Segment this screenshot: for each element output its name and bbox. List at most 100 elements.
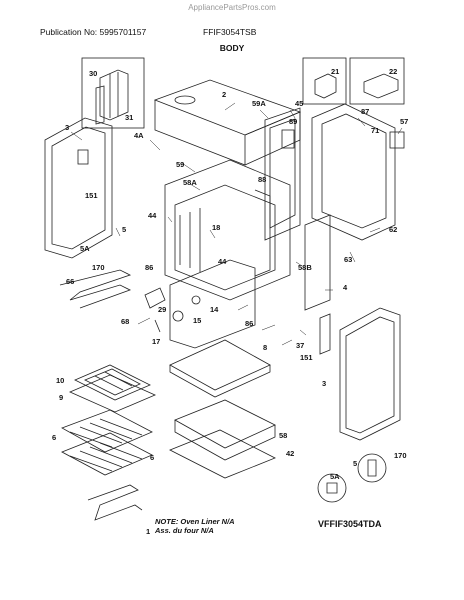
- callout-6-upper: 6: [52, 433, 56, 442]
- part-2-vent-hole: [174, 95, 196, 105]
- callout-58A: 58A: [183, 178, 197, 187]
- callout-63: 63: [344, 255, 352, 264]
- part-6-rack-wires-upper: [69, 418, 143, 448]
- part-1-broil-element: [87, 484, 143, 521]
- part-10-broiler-grid: [74, 364, 151, 401]
- part-22-bracket: [363, 73, 399, 99]
- callout-45: 45: [295, 99, 303, 108]
- callout-170-upper: 170: [92, 263, 105, 272]
- callout-15: 15: [193, 316, 201, 325]
- callout-10: 10: [56, 376, 64, 385]
- part-8-oven-bottom-edge: [169, 365, 271, 398]
- callout-57: 57: [400, 117, 408, 126]
- leader-lines: [70, 102, 403, 346]
- callout-31: 31: [125, 113, 133, 122]
- part-89-bracket: [281, 129, 295, 149]
- part-15-cap: [172, 310, 184, 322]
- part-58B-insulation: [254, 189, 271, 277]
- callout-3-left: 3: [65, 123, 69, 132]
- part-5-detail-circle: [357, 453, 387, 483]
- part-18-cavity-opening: [174, 184, 276, 291]
- callout-66: 66: [66, 277, 74, 286]
- callout-37: 37: [296, 341, 304, 350]
- part-3-inner-edge: [51, 126, 106, 250]
- callout-29: 29: [158, 305, 166, 314]
- part-21-clip: [314, 73, 337, 99]
- callout-59A: 59A: [252, 99, 266, 108]
- part-30-detail: [109, 72, 119, 118]
- callout-5A-upper: 5A: [80, 244, 90, 253]
- note-oven-liner: NOTE: Oven Liner N/A: [155, 517, 235, 526]
- callout-62: 62: [389, 225, 397, 234]
- part-17-screw: [154, 319, 161, 333]
- callout-8: 8: [263, 343, 267, 352]
- callout-6-lower: 6: [150, 453, 154, 462]
- callout-44-upper: 44: [148, 211, 157, 220]
- part-5A-terminal: [326, 482, 338, 494]
- part-30-bracket: [99, 69, 129, 121]
- section-title: BODY: [219, 43, 245, 53]
- part-151-bracket-left: [77, 149, 89, 165]
- part-4-side-frame: [304, 214, 331, 311]
- callout-14: 14: [210, 305, 219, 314]
- part-3-side-panel-right: [339, 307, 401, 441]
- callout-87: 87: [361, 107, 369, 116]
- callout-86-lower: 86: [245, 319, 253, 328]
- part-5-terminal: [367, 459, 377, 477]
- part-44-rack-guides: [179, 208, 201, 272]
- callout-30: 30: [89, 69, 97, 78]
- part-66-bake-element: [59, 269, 132, 309]
- part-71-back-panel-inner: [321, 113, 387, 229]
- diagram-code: VFFIF3054TDA: [318, 519, 382, 529]
- part-29-bracket: [144, 287, 166, 309]
- part-6-oven-rack-lower: [61, 432, 153, 476]
- part-31-strip: [95, 85, 105, 125]
- note-oven-liner-fr: Ass. du four N/A: [155, 526, 214, 535]
- part-45-frame-inner: [269, 118, 296, 229]
- callout-59: 59: [176, 160, 184, 169]
- part-6-rack-wires-lower: [69, 442, 143, 472]
- site-watermark: AppliancePartsPros.com: [188, 3, 276, 12]
- inset-box-21: [302, 57, 347, 105]
- part-58A-oven-cavity: [164, 159, 291, 301]
- callout-42: 42: [286, 449, 294, 458]
- callout-44-lower: 44: [218, 257, 227, 266]
- part-14-knob: [191, 295, 201, 305]
- callout-68: 68: [121, 317, 129, 326]
- part-151-bracket-right: [319, 313, 331, 355]
- callout-151-left: 151: [85, 191, 98, 200]
- callout-3-right: 3: [322, 379, 326, 388]
- part-45-rear-frame: [264, 107, 301, 241]
- callout-170-lower: 170: [394, 451, 407, 460]
- part-5A-detail-circle: [317, 473, 347, 503]
- part-lower-frame: [169, 259, 256, 349]
- callout-71: 71: [371, 126, 379, 135]
- part-57-vent: [389, 131, 405, 149]
- callout-1: 1: [146, 527, 150, 536]
- callout-17: 17: [152, 337, 160, 346]
- part-2-top-panel-edge: [154, 100, 246, 166]
- callout-5A-lower: 5A: [330, 472, 340, 481]
- part-42-bottom-plate: [169, 429, 276, 479]
- callout-5-lower: 5: [353, 459, 357, 468]
- callout-2: 2: [222, 90, 226, 99]
- callout-86-upper: 86: [145, 263, 153, 272]
- callout-9: 9: [59, 393, 63, 402]
- inset-box-30-31: [81, 57, 145, 129]
- callout-21: 21: [331, 67, 339, 76]
- part-9-broiler-pan: [68, 374, 157, 413]
- callout-89: 89: [289, 117, 297, 126]
- callout-151-right: 151: [300, 353, 313, 362]
- model-number: FFIF3054TSB: [203, 27, 257, 37]
- part-3-side-panel-left: [44, 117, 113, 259]
- callout-22: 22: [389, 67, 397, 76]
- part-58-insulation-edge: [174, 420, 276, 461]
- callout-58: 58: [279, 431, 287, 440]
- callout-18: 18: [212, 223, 220, 232]
- part-3-right-inner-edge: [345, 316, 395, 434]
- callout-88: 88: [258, 175, 266, 184]
- callout-4A: 4A: [134, 131, 144, 140]
- part-6-oven-rack-upper: [61, 409, 153, 453]
- callout-4: 4: [343, 283, 348, 292]
